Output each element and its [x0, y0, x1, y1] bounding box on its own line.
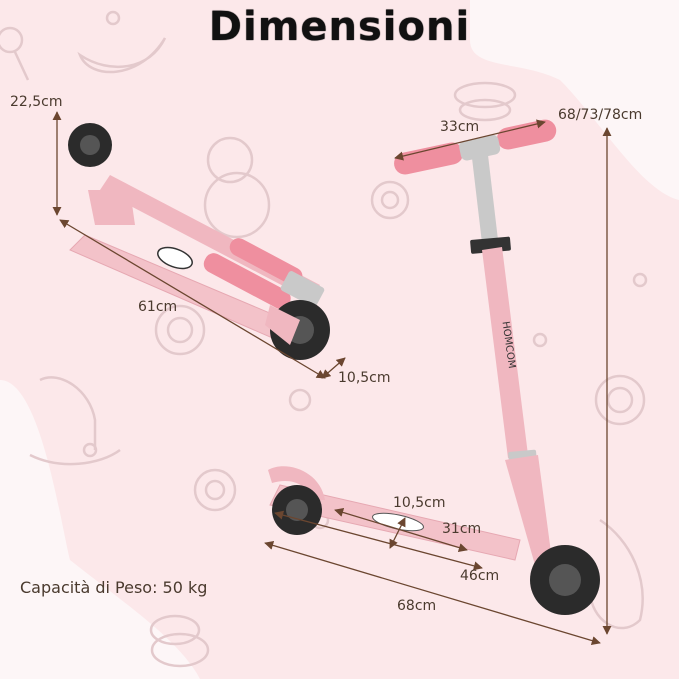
light-blob-bottom-left: [0, 380, 200, 679]
weight-capacity-label: Capacità di Peso: 50 kg: [20, 578, 208, 597]
folded-height-label: 22,5cm: [10, 94, 63, 110]
handlebar-width-label: 33cm: [440, 119, 480, 135]
folded-width-label: 10,5cm: [338, 370, 391, 386]
deck-width-label: 10,5cm: [393, 495, 446, 511]
light-blob-top-right: [470, 0, 679, 200]
upright-height-label: 68/73/78cm: [558, 107, 643, 123]
folded-length-label: 61cm: [138, 299, 178, 315]
deck-length-label: 46cm: [460, 568, 500, 584]
total-length-label: 68cm: [397, 598, 437, 614]
deck-usable-length-label: 31cm: [442, 521, 482, 537]
dimension-lines: [52, 111, 612, 646]
folded-scooter-illustration: [68, 123, 330, 360]
page-title: Dimensioni: [208, 4, 471, 50]
